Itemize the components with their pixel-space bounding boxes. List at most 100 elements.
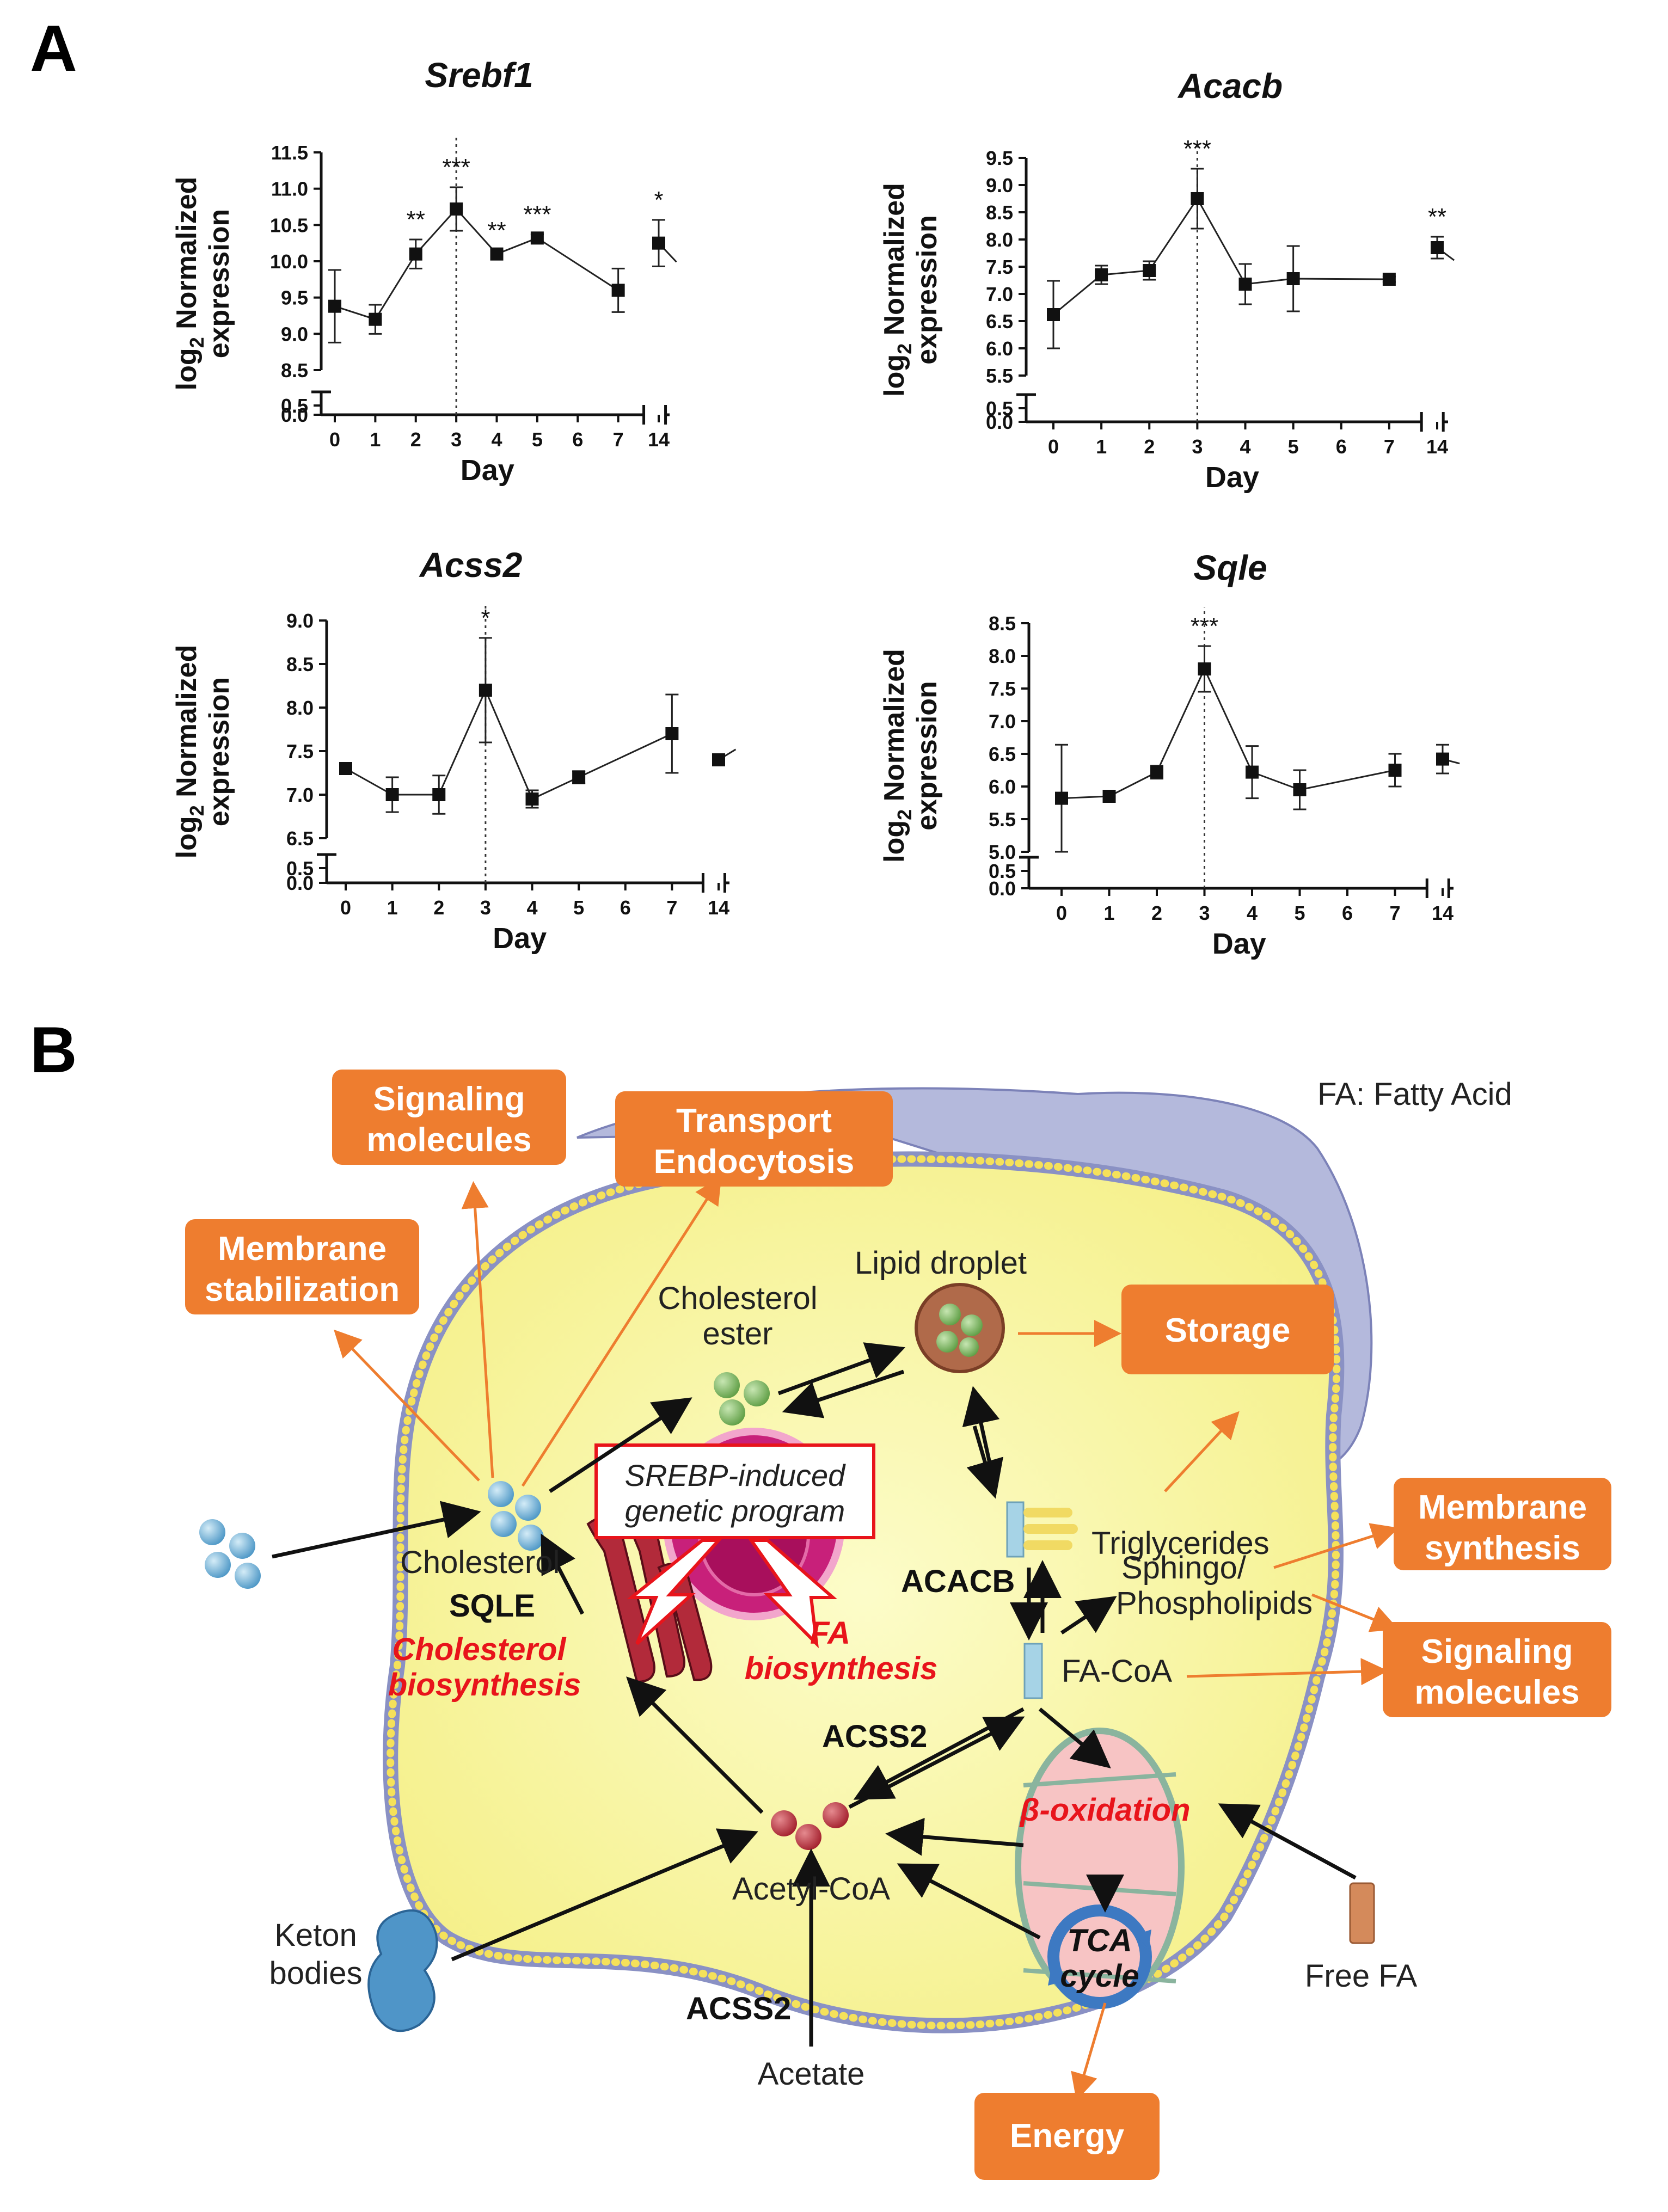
y-label-log: log — [879, 820, 910, 863]
srebp-label-2: genetic program — [625, 1494, 845, 1528]
srebp-arrow-right — [748, 1539, 837, 1649]
y-tick-label: 9.0 — [986, 174, 1013, 196]
y-tick-label: 5.5 — [986, 365, 1013, 387]
srebp-box — [594, 1443, 875, 1539]
y-label-sub: 2 — [893, 809, 916, 820]
chol-bio-label-2: biosynthesis — [388, 1667, 581, 1703]
x-tick-label: 2 — [410, 428, 421, 451]
x-tick-label: 5 — [1294, 902, 1305, 924]
x-tick-label: 4 — [491, 428, 502, 451]
data-point — [665, 727, 679, 740]
y-tick-label: 8.5 — [281, 359, 308, 382]
y-axis-label-line2: expression — [911, 215, 943, 365]
signaling-top-text-2: molecules — [366, 1121, 531, 1159]
x-tick-label: 4 — [1240, 435, 1250, 458]
transport-text-1: Transport — [676, 1102, 832, 1140]
x-tick-label: 4 — [1247, 902, 1258, 924]
y-label-log: log — [171, 816, 203, 858]
energy-box — [974, 2093, 1160, 2180]
y-tick-label: 10.5 — [270, 214, 308, 236]
significance-mark: ** — [1428, 204, 1446, 230]
x-tick-label: 6 — [620, 896, 631, 919]
data-point — [1102, 790, 1116, 803]
x-tick-label: 3 — [451, 428, 462, 451]
lipid-droplet-label: Lipid droplet — [855, 1245, 1027, 1281]
y-tick-label: 5.5 — [989, 808, 1016, 831]
y-axis-label-line2: expression — [204, 677, 235, 827]
y-tick-label: 7.5 — [989, 678, 1016, 700]
external-cholesterol-ball — [235, 1563, 261, 1589]
y-tick-label: 0.5 — [281, 395, 308, 417]
y-tick-label: 9.0 — [286, 610, 314, 632]
x-tick-label: 6 — [1336, 435, 1347, 458]
data-point — [611, 284, 625, 297]
signaling-top-text-1: Signaling — [373, 1080, 525, 1118]
data-point — [1388, 764, 1402, 777]
y-tick-label: 9.5 — [986, 147, 1013, 169]
lipid-droplet-icon — [915, 1283, 1005, 1373]
external-cholesterol-ball — [199, 1519, 225, 1545]
srebp-label-1: SREBP-induced — [625, 1458, 847, 1492]
y-axis-label-line1: log2 Normalized — [879, 183, 916, 397]
tca-label-1: TCA — [1067, 1923, 1132, 1958]
fa-coa-label: FA-CoA — [1062, 1654, 1172, 1689]
free-fa-icon — [1349, 1882, 1375, 1944]
data-point — [1382, 273, 1396, 286]
cholesterol-ball — [490, 1511, 517, 1537]
x-axis-label: Day — [493, 922, 547, 955]
series-line — [345, 688, 673, 801]
y-tick-label: 0.0 — [286, 872, 314, 894]
storage-text: Storage — [1165, 1312, 1291, 1349]
y-tick-label: 6.5 — [986, 310, 1013, 333]
data-point — [479, 684, 492, 697]
x-tick-label: 7 — [613, 428, 624, 451]
y-label-log: log — [171, 348, 203, 390]
y-label-normalized: Normalized — [171, 645, 203, 806]
data-point — [530, 231, 544, 245]
chart-title: Sqle — [1193, 548, 1267, 587]
acetyl-coa-ball — [795, 1824, 821, 1850]
data-point — [1191, 192, 1204, 205]
x-tick-label: 2 — [433, 896, 444, 919]
x-tick-label: 4 — [526, 896, 537, 919]
external-cholesterol-ball — [229, 1533, 255, 1559]
data-point — [1286, 272, 1300, 285]
membrane-stab-text-1: Membrane — [218, 1230, 387, 1268]
y-tick-label: 8.0 — [989, 645, 1016, 667]
y-tick-label: 9.0 — [281, 323, 308, 345]
data-point — [432, 788, 446, 801]
y-tick-label: 0.5 — [986, 397, 1013, 420]
membrane-stab-text-2: stabilization — [205, 1271, 400, 1308]
membrane-synth-text-1: Membrane — [1418, 1489, 1587, 1526]
signaling-right-text-2: molecules — [1414, 1674, 1579, 1711]
cholesterol-ester-ball — [714, 1372, 740, 1398]
x-tick-label: 14 — [708, 896, 729, 919]
external-cholesterol-ball — [205, 1552, 231, 1578]
x-tick-label: 0 — [340, 896, 351, 919]
y-tick-label: 5.0 — [989, 841, 1016, 863]
fa-coa-icon — [1023, 1643, 1043, 1699]
y-tick-label: 7.5 — [986, 256, 1013, 278]
data-point — [409, 247, 422, 261]
fa-bio-label-2: biosynthesis — [745, 1651, 938, 1686]
x-axis-label: Day — [461, 454, 514, 487]
lipid-droplet-ball — [959, 1337, 979, 1357]
data-point — [525, 792, 539, 806]
cholesterol-ball — [515, 1495, 541, 1521]
transport-box — [615, 1091, 893, 1187]
x-tick-label: 1 — [387, 896, 398, 919]
x-tick-label: 0 — [1048, 435, 1059, 458]
acacb-label: ACACB — [901, 1564, 1015, 1599]
acetyl-coa-ball — [823, 1802, 849, 1828]
membrane-stab-box — [185, 1219, 419, 1314]
chol-bio-label-1: Cholesterol — [392, 1632, 567, 1667]
beta-ox-label: β-oxidation — [1019, 1792, 1190, 1828]
keton-label-1: Keton — [274, 1918, 357, 1953]
cholesterol-ester-ball — [744, 1380, 770, 1406]
y-tick-label: 8.5 — [986, 201, 1013, 224]
cholesterol-ester-label-2: ester — [703, 1316, 773, 1351]
y-tick-label: 8.5 — [989, 612, 1016, 635]
data-point — [339, 762, 352, 775]
